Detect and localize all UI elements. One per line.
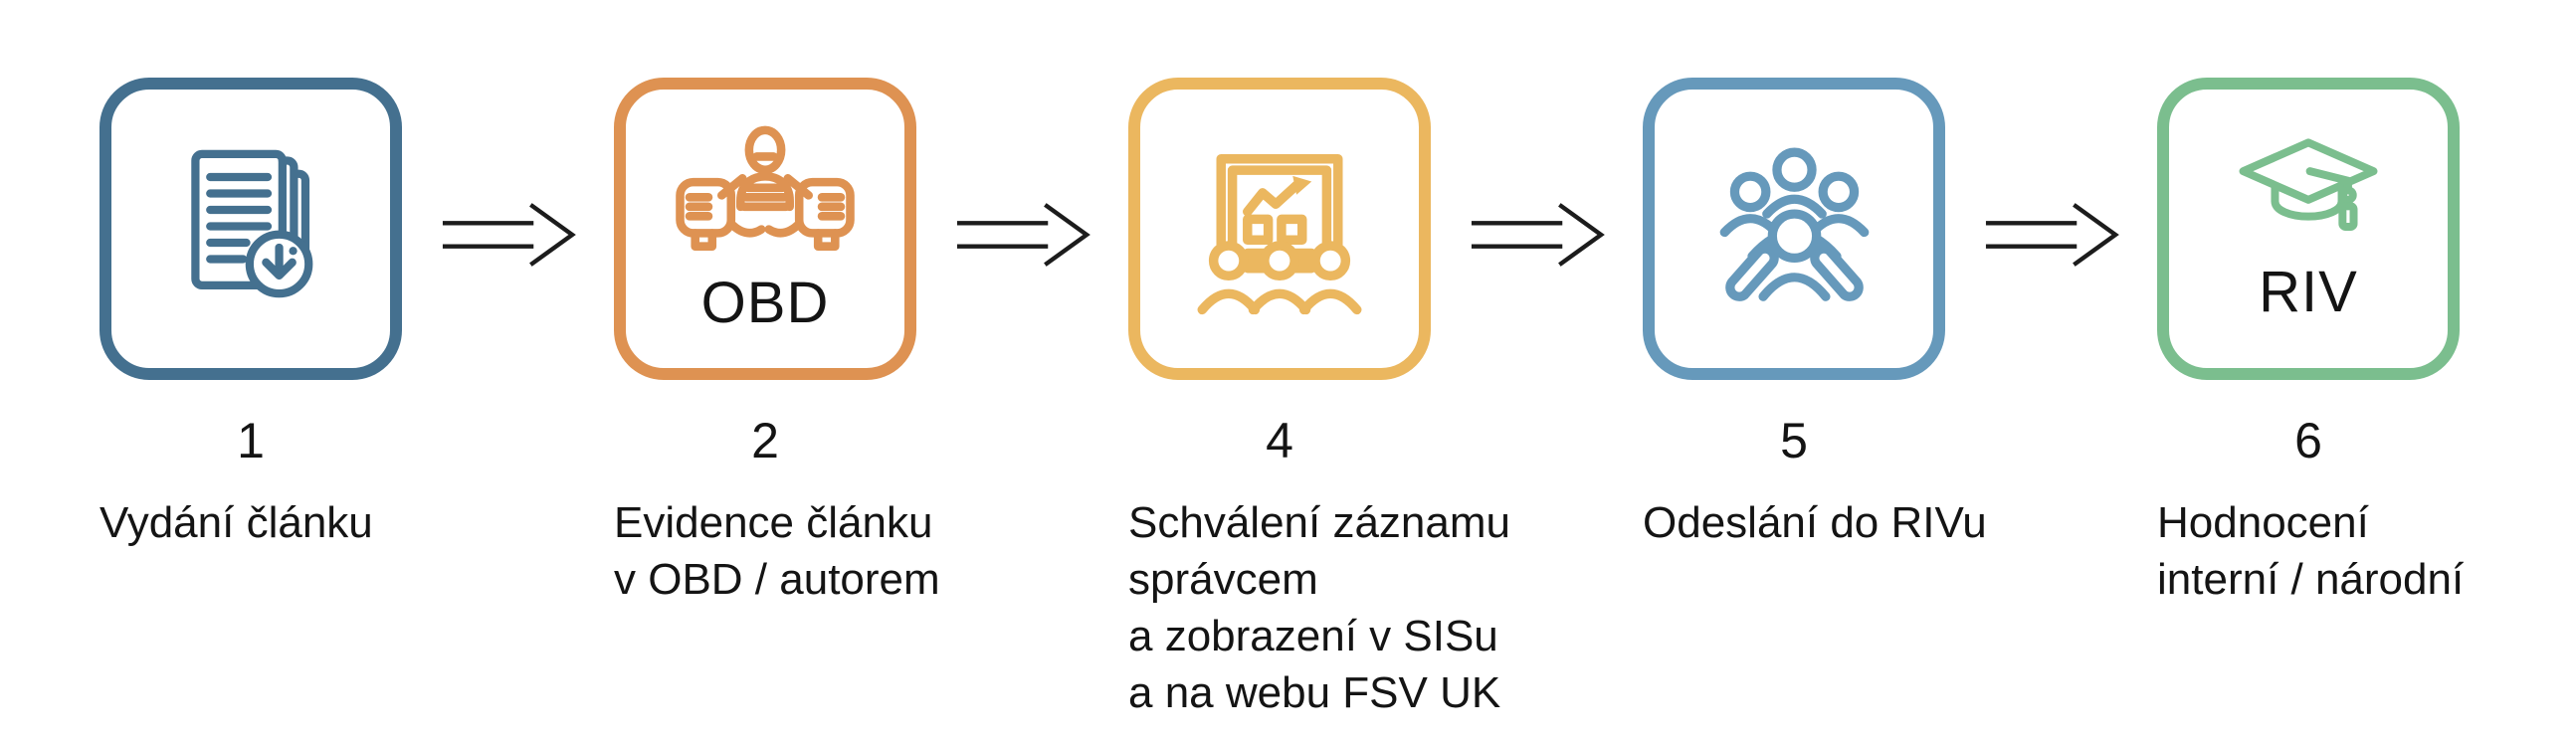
presentation-audience-icon [1185, 136, 1374, 322]
step-5-box: RIV [2157, 78, 2460, 380]
step-5-caption: RIV [2259, 260, 2358, 324]
step-1-label: Vydání článku [99, 498, 373, 547]
step-4: 5 Odeslání do RIVu [1643, 78, 1987, 551]
step-2-caption: OBD [700, 271, 830, 335]
step-3-number: 4 [1266, 413, 1293, 468]
step-2-label: Evidence článku v OBD / autorem [614, 498, 940, 604]
step-5-number: 6 [2294, 413, 2322, 468]
step-1-box [99, 78, 402, 380]
arrow-3-icon [1431, 78, 1643, 269]
publication-workflow-diagram: 1 Vydání článku [99, 78, 2464, 721]
step-3-box [1128, 78, 1431, 380]
step-3-label: Schválení záznamu správcem a zobrazení v… [1128, 498, 1510, 717]
arrow-2-icon [916, 78, 1128, 269]
arrow-1-icon [402, 78, 614, 269]
graduation-cap-icon [2229, 136, 2388, 256]
committee-review-icon [1702, 142, 1886, 316]
step-4-number: 5 [1780, 413, 1808, 468]
step-2-number: 2 [751, 413, 779, 468]
documents-download-icon [169, 144, 333, 313]
author-desk-icon [671, 125, 860, 267]
step-4-box [1643, 78, 1945, 380]
arrow-4-icon [1945, 78, 2157, 269]
step-3: 4 Schválení záznamu správcem a zobrazení… [1128, 78, 1510, 721]
step-4-label: Odeslání do RIVu [1643, 498, 1987, 547]
step-5-label: Hodnocení interní / národní [2157, 498, 2465, 604]
step-1: 1 Vydání článku [99, 78, 402, 551]
step-1-number: 1 [237, 413, 265, 468]
step-2-box: OBD [614, 78, 916, 380]
step-2: OBD 2 Evidence článku v OBD / autorem [614, 78, 940, 608]
step-5: RIV 6 Hodnocení interní / národní [2157, 78, 2464, 608]
